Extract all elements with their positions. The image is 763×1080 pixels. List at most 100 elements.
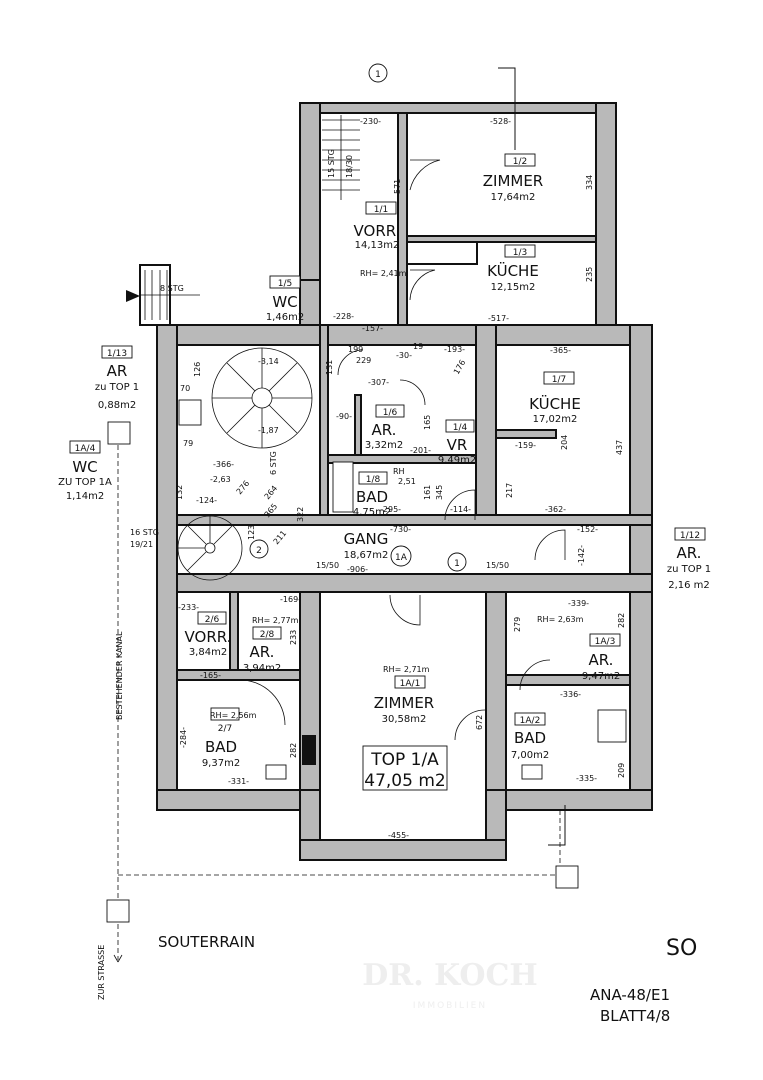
dim: -228- xyxy=(333,312,354,321)
dim: 165 xyxy=(423,415,432,430)
dim: -201- xyxy=(410,446,431,455)
tag-2-7: 2/7 xyxy=(218,724,232,734)
entry-arrow-icon xyxy=(126,290,140,302)
dim: 131 xyxy=(325,360,334,375)
room-1a-4-name: WC xyxy=(72,458,97,476)
dim: 282 xyxy=(289,743,298,758)
dim: 345 xyxy=(435,485,444,500)
unit-name: TOP 1/A xyxy=(370,750,439,770)
wall-int-5 xyxy=(485,591,507,791)
dim: 204 xyxy=(560,435,569,450)
tag-1a-1: 1A/1 xyxy=(400,679,421,689)
dim: -193- xyxy=(444,345,465,354)
marker-1-top-text: 1 xyxy=(375,70,381,80)
room-1a-2-name: BAD xyxy=(514,729,546,747)
dim: -169- xyxy=(280,595,301,604)
tag-1-13: 1/13 xyxy=(107,349,127,359)
dim: 264 xyxy=(263,484,280,501)
stair-16-label: 16 STG xyxy=(130,528,159,537)
room-1-8-rh: RH xyxy=(393,467,405,476)
dim: 70 xyxy=(180,384,190,393)
room-1-2-name: ZIMMER xyxy=(483,172,543,190)
dim: -159- xyxy=(515,441,536,450)
dim: -335- xyxy=(576,774,597,783)
wall-main-left xyxy=(156,324,178,811)
tag-1-5: 1/5 xyxy=(278,279,292,289)
dim: 437 xyxy=(615,440,624,455)
gang-1550-a: 15/50 xyxy=(316,561,339,570)
dim: 235 xyxy=(585,267,594,282)
marker-2-text: 2 xyxy=(256,546,262,556)
fixtures xyxy=(178,399,627,780)
dim: 176 xyxy=(452,358,467,376)
room-1-2-area: 17,64m2 xyxy=(491,192,536,203)
wall-int-8 xyxy=(229,591,239,671)
dim: -165- xyxy=(200,671,221,680)
room-1-5-name: WC xyxy=(272,293,297,311)
shower-1a-2 xyxy=(597,709,627,743)
dim: 132 xyxy=(175,485,184,500)
dim: -157- xyxy=(362,324,383,333)
dim: -90- xyxy=(336,412,352,421)
dim: -152- xyxy=(577,525,598,534)
room-1a-3-rh: RH= 2,63m xyxy=(537,615,584,624)
tag-1-1: 1/1 xyxy=(374,205,388,215)
dim: -142- xyxy=(577,545,586,566)
room-labels: 1/2 ZIMMER 17,64m2 1/3 KÜCHE 12,15m2 1/1… xyxy=(58,157,711,791)
wc-1a-4 xyxy=(178,399,202,426)
service-lines xyxy=(106,421,579,963)
room-1-8-area: 4,75m2 xyxy=(353,507,391,518)
wall-top xyxy=(299,102,617,114)
room-2-8-name: AR. xyxy=(250,643,275,661)
dim: -331- xyxy=(228,777,249,786)
dim: -233- xyxy=(178,603,199,612)
dim: 279 xyxy=(513,617,522,632)
dim: -362- xyxy=(545,505,566,514)
room-2-8-area: 3,94m2 xyxy=(243,663,281,674)
wall-gang-top xyxy=(176,514,653,526)
floor-code: SO xyxy=(666,936,697,961)
stair-16-ratio: 19/21 xyxy=(130,540,153,549)
dim: 282 xyxy=(617,613,626,628)
stair-top xyxy=(322,115,360,200)
floor-title: SOUTERRAIN xyxy=(158,933,255,951)
title-block: DR. KOCH IMMOBILIEN SOUTERRAIN SO ANA-48… xyxy=(158,933,697,1025)
wall-main-right xyxy=(629,324,653,811)
room-1-4-name: VR xyxy=(447,436,468,454)
dim: 229 xyxy=(356,356,371,365)
wall-int-2 xyxy=(475,324,497,516)
tag-1a-4: 1A/4 xyxy=(75,444,96,454)
marker-1-gang-text: 1 xyxy=(454,559,460,569)
dim: 233 xyxy=(289,630,298,645)
room-gang-name: GANG xyxy=(344,530,389,548)
marker-1-gang xyxy=(447,552,467,572)
marker-1a xyxy=(390,545,412,567)
gang-1550-b: 15/50 xyxy=(486,561,509,570)
room-1-3-name: KÜCHE xyxy=(487,261,539,280)
dim: 79 xyxy=(183,439,193,448)
room-1a-2-area: 7,00m2 xyxy=(511,750,549,761)
room-1a-3-area: 9,47m2 xyxy=(582,671,620,682)
wall-main-top xyxy=(156,324,653,346)
wall-int-10 xyxy=(354,394,362,456)
room-1-3-area: 12,15m2 xyxy=(491,282,536,293)
wall-upper-mid xyxy=(397,112,408,326)
dim: 199 xyxy=(348,345,363,354)
room-1-4-area: 9,49m2 xyxy=(438,455,476,466)
tag-1a-3: 1A/3 xyxy=(595,637,616,647)
dim: 276 xyxy=(235,479,252,496)
wall-int-9 xyxy=(495,429,557,439)
strasse-label: ZUR STRASSE xyxy=(97,945,106,1000)
unit-area: 47,05 m2 xyxy=(364,771,445,791)
dim: -455- xyxy=(388,831,409,840)
dim: -730- xyxy=(390,525,411,534)
wall-bottom-left xyxy=(156,789,303,811)
room-1-7-name: KÜCHE xyxy=(529,394,581,413)
stair-15-label: 15 STG xyxy=(327,149,336,178)
room-1a-4-area: 1,14m2 xyxy=(66,491,104,502)
dim: -906- xyxy=(347,565,368,574)
marker-1-top xyxy=(368,63,388,83)
room-1-8-name: BAD xyxy=(356,488,388,506)
wall-annex xyxy=(299,279,321,326)
room-1-13-name: AR xyxy=(107,362,128,380)
